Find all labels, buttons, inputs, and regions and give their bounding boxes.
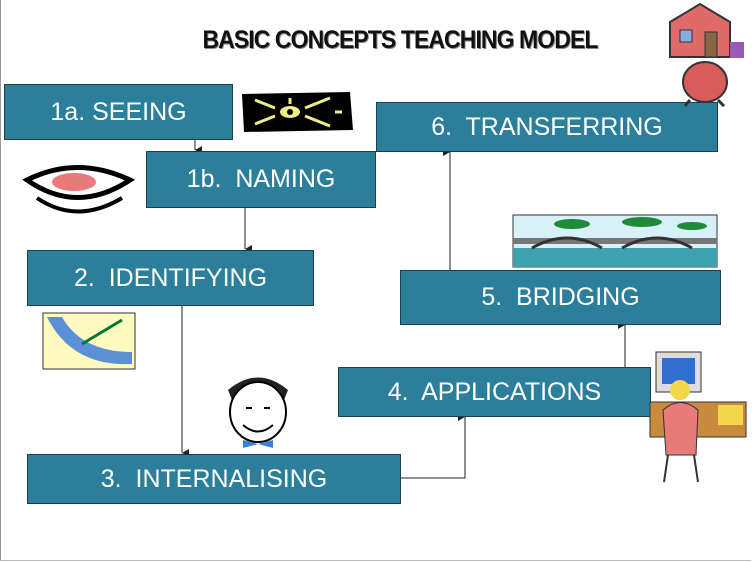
step-naming: 1b. NAMING [146,151,376,208]
bridge-icon [512,214,718,268]
step-transferring: 6. TRANSFERRING [376,102,718,152]
step-bridging: 5. BRIDGING [400,270,721,325]
step-internalising: 3. INTERNALISING [27,454,401,504]
page-title: BASIC CONCEPTS TEACHING MODEL [202,26,598,54]
mouth-icon [22,165,136,214]
smiling-man-icon [228,377,288,448]
house-carrying-figure-icon [669,2,744,107]
compass-icon [42,312,136,370]
person-at-computer-icon [649,351,747,483]
step-applications: 4. APPLICATIONS [338,367,651,417]
arrow-internalising-to-applications [400,413,466,479]
eye-icon [242,92,353,132]
step-identifying: 2. IDENTIFYING [27,250,314,306]
step-seeing: 1a. SEEING [4,84,233,140]
